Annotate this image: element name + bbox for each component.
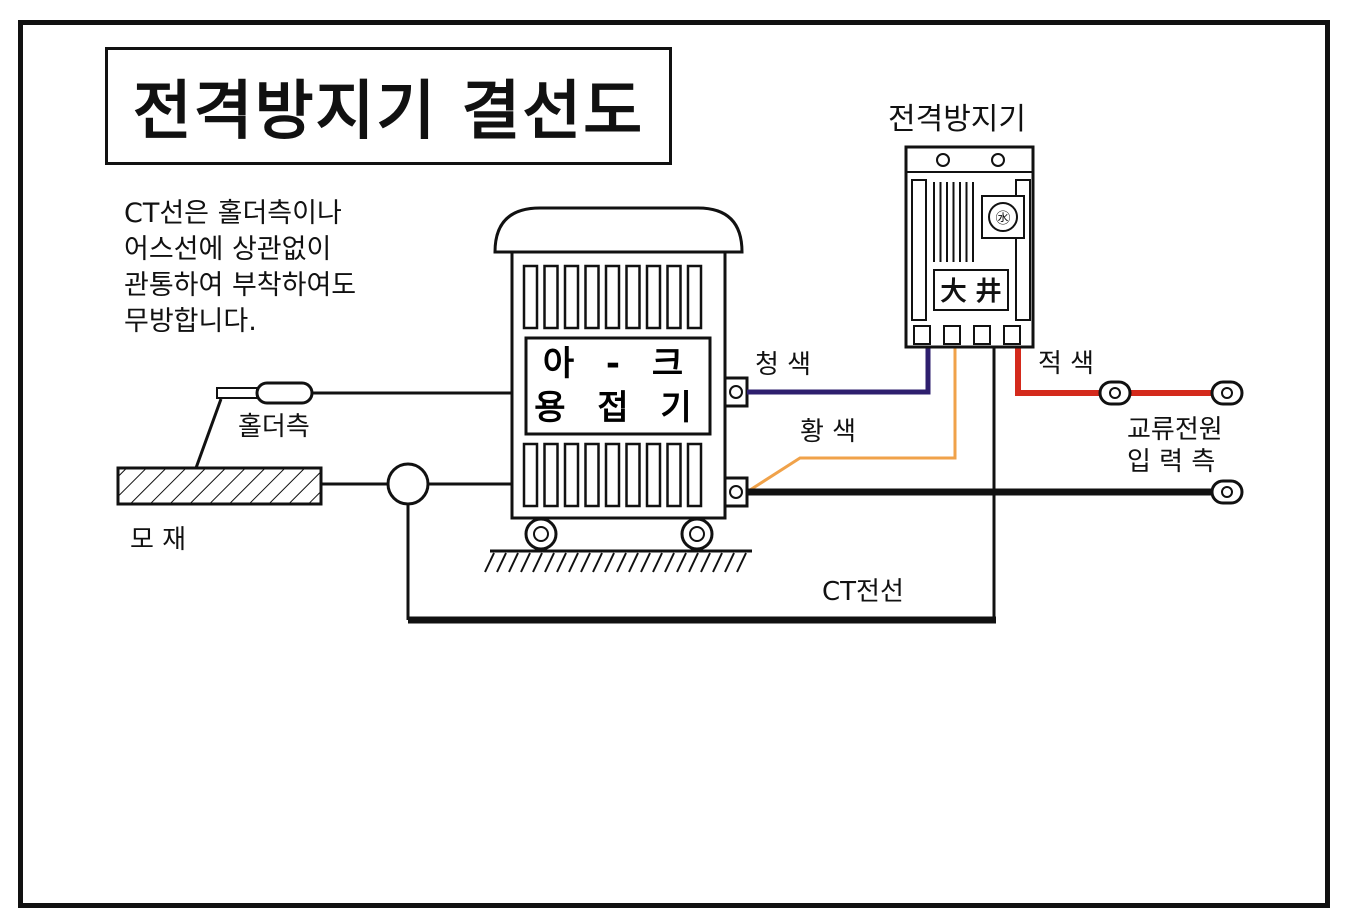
welder-label-line-2: 용 접 기 bbox=[534, 388, 702, 428]
arrester-device bbox=[904, 145, 1035, 349]
ac-input-label-1: 교류전원 bbox=[1127, 415, 1223, 445]
title-box: 전격방지기 결선도 bbox=[105, 47, 672, 165]
floor-hatch-line bbox=[496, 552, 507, 573]
ct-ring-icon bbox=[386, 462, 430, 506]
welder-upper-vents bbox=[522, 264, 703, 330]
welder-label-panel bbox=[524, 336, 712, 436]
arrester-terminals bbox=[913, 325, 1021, 345]
floor-hatch-line bbox=[580, 552, 591, 573]
floor-hatch-line bbox=[568, 552, 579, 573]
vent-slot bbox=[645, 264, 662, 330]
vent-slot bbox=[604, 442, 621, 508]
floor-hatch-line bbox=[484, 552, 495, 573]
arrester-brand: 大 井 bbox=[940, 277, 1001, 307]
vent-slot bbox=[666, 264, 682, 330]
ct-note-line-2: 어스선에 상관없이 bbox=[124, 234, 332, 265]
yellow-wire-label: 황 색 bbox=[800, 417, 856, 447]
arrester-screw-right-icon bbox=[991, 153, 1005, 167]
ct-wire-label: CT전선 bbox=[822, 577, 904, 607]
floor-hatch-line bbox=[640, 552, 651, 573]
input-terminal-bottom-screw bbox=[1221, 486, 1233, 498]
floor-hatch-line bbox=[724, 552, 735, 573]
floor-hatch bbox=[484, 552, 747, 573]
floor-hatch-line bbox=[544, 552, 555, 573]
vent-slot bbox=[522, 442, 539, 508]
welder-wheel-right-hub bbox=[689, 526, 705, 542]
floor-hatch-line bbox=[520, 552, 531, 573]
vent-slot bbox=[645, 442, 662, 508]
welder-terminal-bottom-screw bbox=[729, 485, 743, 499]
welder-roof-icon bbox=[493, 206, 744, 254]
vent-slot bbox=[625, 264, 641, 330]
diagram-title: 전격방지기 결선도 bbox=[132, 75, 645, 149]
vent-slot bbox=[543, 264, 559, 330]
yellow-wire bbox=[749, 347, 957, 492]
vent-slot bbox=[625, 442, 641, 508]
floor-hatch-line bbox=[592, 552, 603, 573]
vent-slot bbox=[584, 264, 600, 330]
floor-hatch-line bbox=[508, 552, 519, 573]
floor-hatch-line bbox=[712, 552, 723, 573]
vent-slot bbox=[584, 442, 600, 508]
blue-wire-label: 청 색 bbox=[755, 350, 811, 380]
floor-hatch-line bbox=[688, 552, 699, 573]
holder-icon bbox=[255, 381, 314, 405]
red-wire bbox=[1015, 347, 1100, 396]
ac-input-label-2: 입 력 측 bbox=[1127, 447, 1215, 477]
floor-hatch-line bbox=[676, 552, 687, 573]
arrester-title: 전격방지기 bbox=[888, 102, 1026, 137]
floor-hatch-line bbox=[664, 552, 675, 573]
floor-hatch-line bbox=[628, 552, 639, 573]
floor-hatch-line bbox=[556, 552, 567, 573]
welder-label: 아 - 크 용 접 기 bbox=[528, 340, 708, 432]
arrester-screw-left-icon bbox=[936, 153, 950, 167]
vent-slot bbox=[686, 442, 703, 508]
holder-label: 홀더측 bbox=[238, 412, 310, 442]
floor-hatch-line bbox=[532, 552, 543, 573]
vent-slot bbox=[543, 442, 559, 508]
floor-hatch-line bbox=[736, 552, 747, 573]
diagram-frame bbox=[18, 20, 1330, 908]
vent-slot bbox=[563, 264, 580, 330]
blue-wire bbox=[747, 347, 931, 395]
arrester-terminal bbox=[1003, 325, 1021, 345]
floor-hatch-line bbox=[604, 552, 615, 573]
welder-lower-vents bbox=[522, 442, 703, 508]
vent-slot bbox=[666, 442, 682, 508]
input-terminal-mid-screw bbox=[1109, 387, 1121, 399]
arrester-terminal bbox=[973, 325, 991, 345]
welder-label-line-1: 아 - 크 bbox=[542, 344, 694, 384]
arrester-side-left bbox=[911, 179, 927, 321]
vent-slot bbox=[604, 264, 621, 330]
red-wire-label: 적 색 bbox=[1038, 349, 1094, 379]
ct-note-line-4: 무방합니다. bbox=[124, 306, 257, 337]
vent-slot bbox=[522, 264, 539, 330]
arrester-logo-icon bbox=[988, 202, 1018, 232]
arrester-terminal bbox=[913, 325, 931, 345]
input-terminal-top-screw bbox=[1221, 387, 1233, 399]
base-material-label: 모 재 bbox=[130, 525, 186, 555]
welder-terminal-top-screw bbox=[729, 385, 743, 399]
ct-note-line-3: 관통하여 부착하여도 bbox=[124, 270, 357, 301]
ct-note-line-1: CT선은 홀더측이나 bbox=[124, 198, 342, 229]
vent-slot bbox=[563, 442, 580, 508]
welder-wheel-left-hub bbox=[533, 526, 549, 542]
floor-hatch-line bbox=[652, 552, 663, 573]
arrester-fins bbox=[933, 182, 974, 262]
floor-hatch-line bbox=[616, 552, 627, 573]
arrester-logo-text: ㊌ bbox=[995, 209, 1010, 227]
vent-slot bbox=[686, 264, 703, 330]
floor-hatch-line bbox=[700, 552, 711, 573]
ct-note: CT선은 홀더측이나 어스선에 상관없이 관통하여 부착하여도 무방합니다. bbox=[124, 196, 356, 340]
arrester-brand-box bbox=[933, 269, 1009, 311]
electrode-line bbox=[194, 398, 223, 469]
arrester-terminal bbox=[943, 325, 961, 345]
base-material-plate bbox=[116, 466, 323, 506]
holder-tip-icon bbox=[216, 387, 258, 399]
